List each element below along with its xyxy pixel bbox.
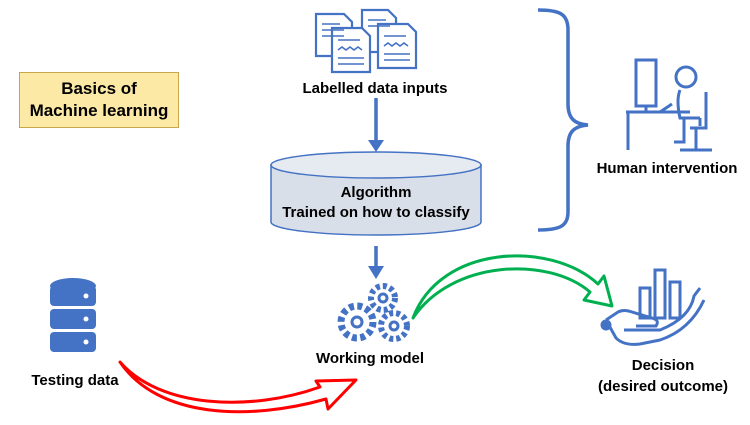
title-line-2: Machine learning (29, 101, 169, 120)
human-intervention-brace (537, 8, 589, 232)
title-box: Basics of Machine learning (19, 72, 179, 128)
title-line-1: Basics of (61, 79, 137, 98)
green-arrow (411, 254, 614, 320)
human-intervention-label: Human intervention (596, 160, 738, 177)
testing-data-label: Testing data (31, 372, 119, 389)
algorithm-cylinder (270, 151, 482, 236)
decision-label: Decision (desired outcome) (588, 355, 738, 397)
algorithm-subtitle: Trained on how to classify (282, 204, 470, 221)
arrow-inputs-to-algorithm (368, 98, 384, 152)
algorithm-label: Algorithm Trained on how to classify (271, 183, 481, 223)
red-arrow (118, 360, 358, 414)
documents-icon (314, 8, 418, 74)
person-at-computer-icon (626, 58, 712, 152)
working-model-label: Working model (315, 350, 425, 367)
labelled-data-inputs-label: Labelled data inputs (302, 80, 448, 97)
algorithm-title: Algorithm (340, 184, 412, 201)
gears-icon (337, 283, 410, 342)
arrow-algorithm-to-model (368, 246, 384, 279)
decision-title: Decision (631, 357, 695, 374)
hand-with-chart-icon (600, 268, 706, 346)
database-icon (50, 278, 96, 352)
decision-subtitle: (desired outcome) (597, 378, 729, 395)
